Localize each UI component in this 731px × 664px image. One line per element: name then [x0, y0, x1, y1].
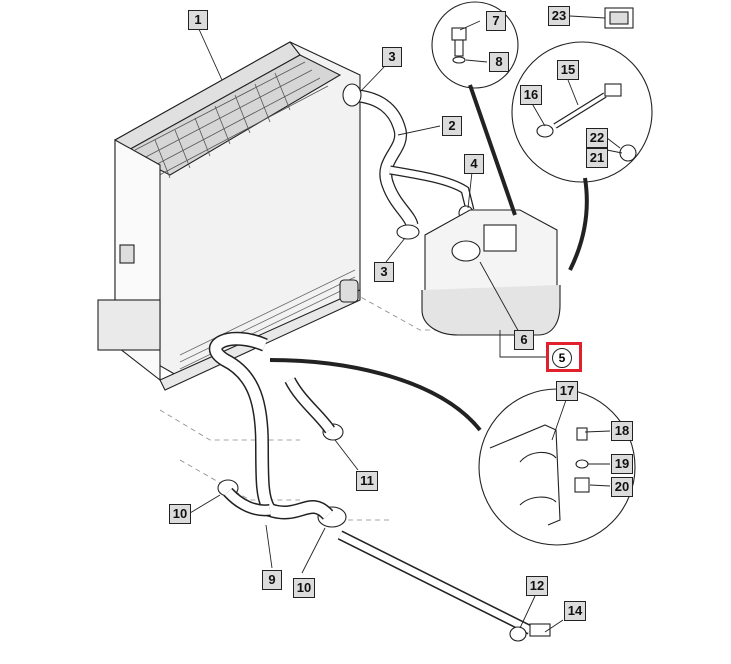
- expansion-tank: [421, 209, 561, 336]
- callout-4: 4: [464, 154, 484, 174]
- callout-11: 11: [356, 471, 378, 491]
- callout-21: 21: [586, 148, 608, 168]
- callout-15: 15: [557, 60, 579, 80]
- callout-14: 14: [564, 601, 586, 621]
- detail-link-lines: [269, 84, 589, 432]
- callout-9: 9: [262, 570, 282, 590]
- drain-pipe: [337, 530, 551, 642]
- callout-22: 22: [586, 128, 608, 148]
- callout-12: 12: [526, 576, 548, 596]
- callout-10-right: 10: [293, 578, 315, 598]
- callout-3-bottom: 3: [374, 262, 394, 282]
- callout-20: 20: [611, 477, 633, 497]
- callout-7: 7: [486, 11, 506, 31]
- callout-8: 8: [489, 52, 509, 72]
- callout-6: 6: [514, 330, 534, 350]
- connector-plug: [604, 7, 634, 29]
- detail-circle-sensor: [511, 41, 653, 183]
- callout-16: 16: [520, 85, 542, 105]
- lower-hose: [208, 331, 335, 521]
- callout-10-left: 10: [169, 504, 191, 524]
- upper-hose: [344, 88, 475, 228]
- radiator: [97, 41, 361, 391]
- leader-lines: [189, 15, 623, 633]
- callout-18: 18: [611, 421, 633, 441]
- callout-23: 23: [548, 6, 570, 26]
- callout-19: 19: [611, 454, 633, 474]
- callout-3-top: 3: [382, 47, 402, 67]
- callout-1: 1: [188, 10, 208, 30]
- callout-5: 5: [552, 348, 572, 368]
- detail-circle-bracket: [478, 388, 636, 546]
- callout-2: 2: [442, 116, 462, 136]
- callout-17: 17: [556, 381, 578, 401]
